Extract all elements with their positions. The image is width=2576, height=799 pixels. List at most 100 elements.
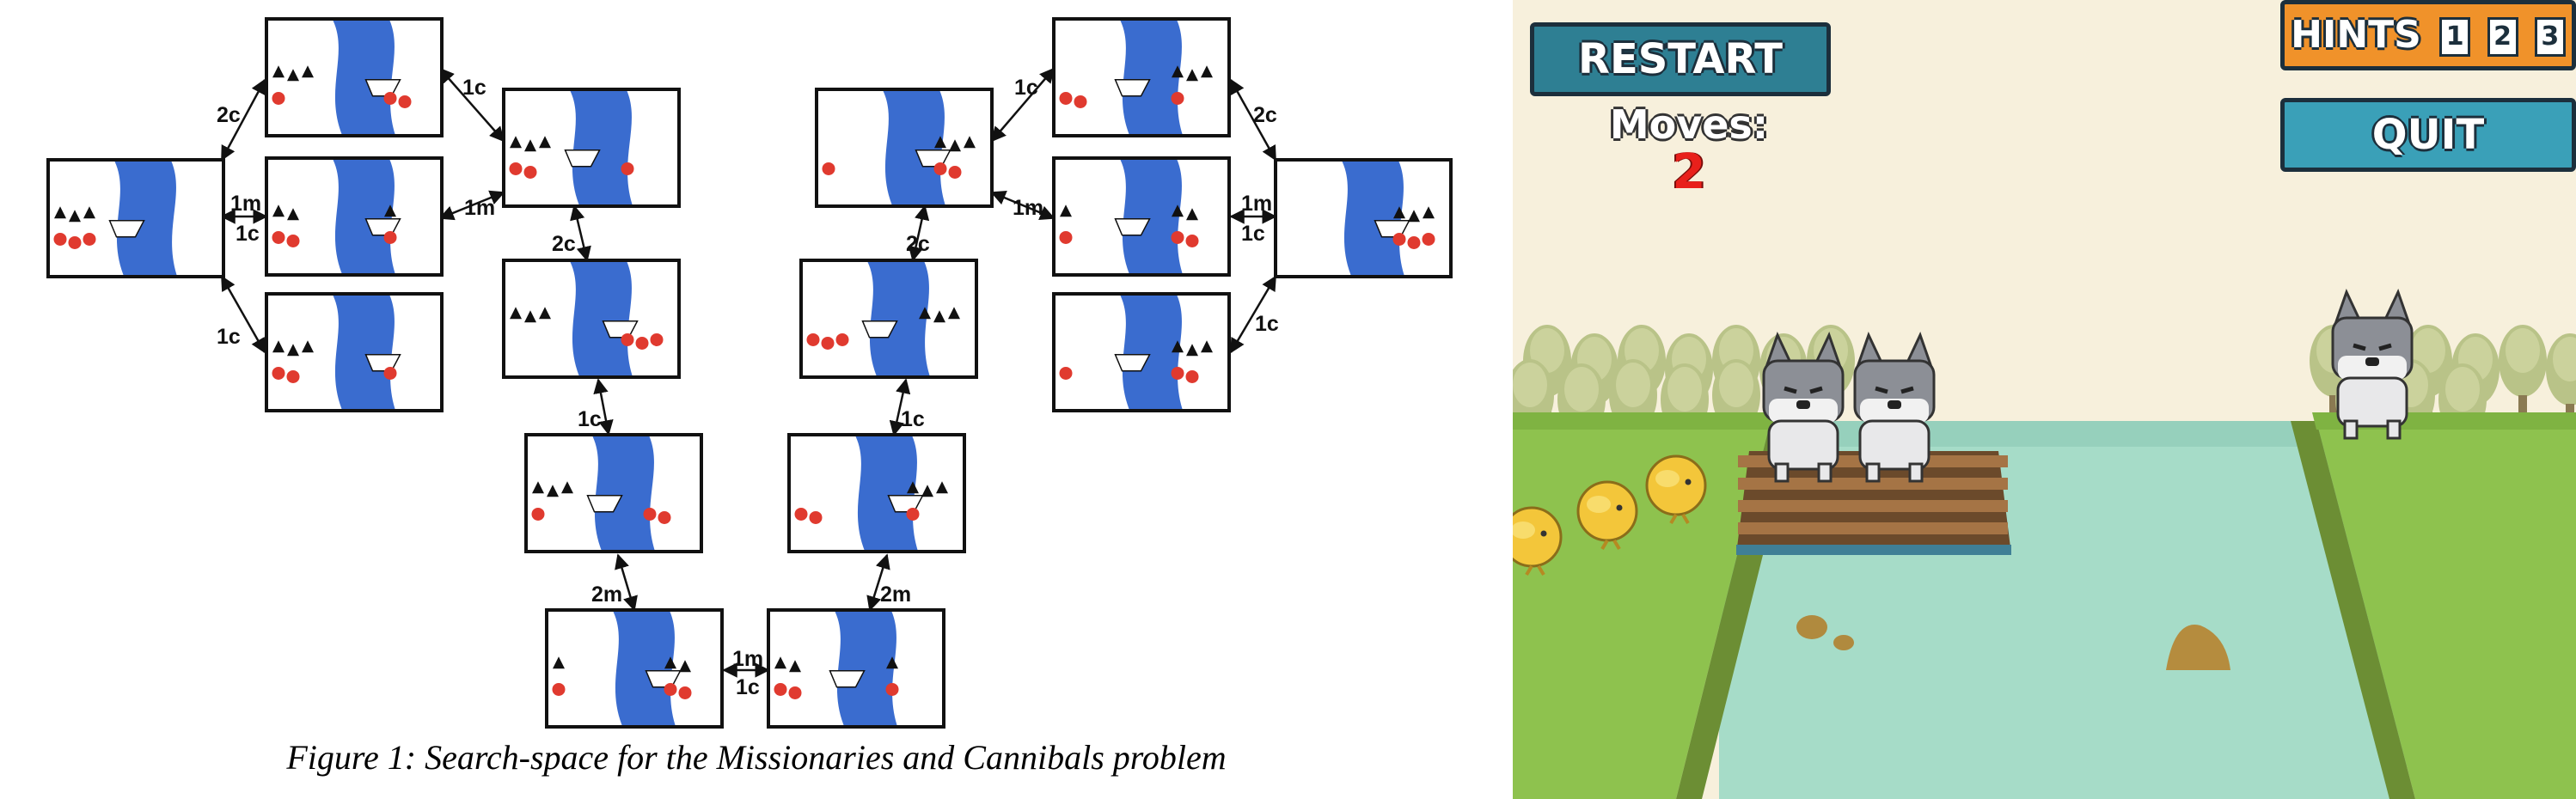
edge-label: 2c — [1253, 103, 1277, 127]
cannibal-marker — [822, 162, 835, 175]
figure-caption: Figure 1: Search-space for the Missionar… — [286, 738, 1227, 777]
cannibal-marker — [678, 686, 692, 699]
edge-labels: 2c 1c 1m 1c 1c 1m 2c 1c 2m 1m 1c 2m 1c 2… — [217, 76, 1279, 699]
river — [855, 436, 918, 550]
edge-label: 1c — [1255, 312, 1279, 336]
edge-label: 1c — [217, 325, 241, 349]
cannibal-marker — [1059, 91, 1073, 105]
right-bank-cliff — [2291, 421, 2415, 799]
moves-label: Moves: — [1609, 101, 1769, 148]
edge-label: 2c — [217, 103, 241, 127]
cannibal-marker — [1059, 366, 1073, 380]
cannibal-marker — [948, 165, 962, 179]
edge-label: 1c — [578, 407, 602, 431]
river — [1120, 296, 1183, 409]
left-bank-edge — [1513, 412, 1779, 430]
river — [1120, 21, 1183, 134]
cannibal-marker — [1171, 91, 1184, 105]
edge — [438, 190, 505, 221]
state-box — [799, 259, 978, 379]
state-box — [46, 158, 225, 278]
boat — [586, 494, 623, 513]
cannibal-marker — [272, 366, 285, 380]
cannibal-marker — [643, 507, 657, 521]
river — [592, 436, 655, 550]
edge — [990, 190, 1055, 221]
edge — [615, 553, 638, 612]
edge — [889, 378, 911, 436]
river-crossing-game: RESTART HINTS 1 2 3 QUIT Moves: 2 — [1513, 0, 2576, 799]
edge — [1229, 275, 1277, 354]
boat — [861, 320, 898, 339]
cannibal-marker — [272, 91, 285, 105]
edge-label: 1m — [1241, 192, 1272, 216]
diagram-canvas: 2c 1c 1m 1c 1c 1m 2c 1c 2m 1m 1c 2m 1c 2… — [46, 17, 1453, 729]
boat — [108, 219, 145, 238]
edge-label: 1c — [901, 407, 925, 431]
state-box — [524, 433, 703, 553]
river — [333, 160, 395, 273]
boat — [829, 669, 866, 688]
rocks — [1796, 615, 2230, 670]
cannibal-marker — [806, 332, 820, 346]
cannibal-marker — [1392, 232, 1406, 246]
cannibal-marker — [398, 95, 412, 108]
state-box — [1052, 292, 1231, 412]
moves-counter: 2 — [1672, 144, 1706, 200]
cannibal-marker — [821, 336, 835, 350]
cannibal-marker — [383, 366, 397, 380]
cannibal-marker — [531, 507, 545, 521]
river — [114, 162, 177, 275]
edge-label: 2c — [552, 232, 576, 256]
river — [333, 21, 395, 134]
cannibal-marker — [658, 510, 671, 524]
edge-label: 1m — [464, 196, 495, 220]
cannibal-marker — [635, 336, 649, 350]
river — [867, 262, 930, 375]
edge — [220, 275, 266, 354]
edge-label: 1c — [1241, 222, 1265, 246]
cannibal-marker — [835, 332, 849, 346]
cannibal-marker — [664, 682, 677, 696]
hints-button[interactable]: HINTS 1 2 3 — [2280, 0, 2576, 70]
cannibal-marker — [885, 682, 899, 696]
cannibal-marker — [1074, 95, 1087, 108]
cannibal-marker — [286, 369, 300, 383]
cannibal-marker — [1171, 366, 1184, 380]
edge — [866, 553, 890, 612]
state-box — [545, 608, 724, 729]
edge-label: 1m — [732, 647, 763, 671]
boat — [1114, 78, 1151, 97]
edge-label: 2m — [591, 582, 622, 607]
cannibal-marker — [1171, 230, 1184, 244]
edge — [438, 67, 505, 143]
river — [570, 262, 633, 375]
edge-label: 1c — [462, 76, 486, 100]
cannibal-marker — [552, 682, 566, 696]
edge — [220, 78, 266, 162]
search-space-diagram: 2c 1c 1m 1c 1c 1m 2c 1c 2m 1m 1c 2m 1c 2… — [46, 17, 1453, 777]
edge-label: 2m — [880, 582, 911, 607]
boat — [564, 149, 601, 168]
cannibal-marker — [53, 232, 67, 246]
state-boxes — [46, 17, 1453, 729]
hint-2-button[interactable]: 2 — [2487, 17, 2518, 57]
cannibal-marker — [1059, 230, 1073, 244]
hint-1-button[interactable]: 1 — [2439, 17, 2471, 57]
edge — [570, 204, 591, 262]
river — [835, 612, 897, 725]
restart-button[interactable]: RESTART — [1530, 22, 1831, 96]
hint-3-button[interactable]: 3 — [2534, 17, 2566, 57]
diagram-edges — [220, 67, 1277, 678]
river — [1342, 162, 1404, 275]
quit-button[interactable]: QUIT — [2280, 98, 2576, 172]
cannibal-marker — [509, 162, 523, 175]
cannibal-marker — [794, 507, 808, 521]
edge — [1229, 78, 1277, 162]
cannibal-marker — [1407, 235, 1421, 249]
cannibal-marker — [621, 162, 634, 175]
cannibal-marker — [788, 686, 802, 699]
cannibal-marker — [774, 682, 787, 696]
edge-label: 1c — [736, 675, 760, 699]
cannibal-marker — [383, 91, 397, 105]
